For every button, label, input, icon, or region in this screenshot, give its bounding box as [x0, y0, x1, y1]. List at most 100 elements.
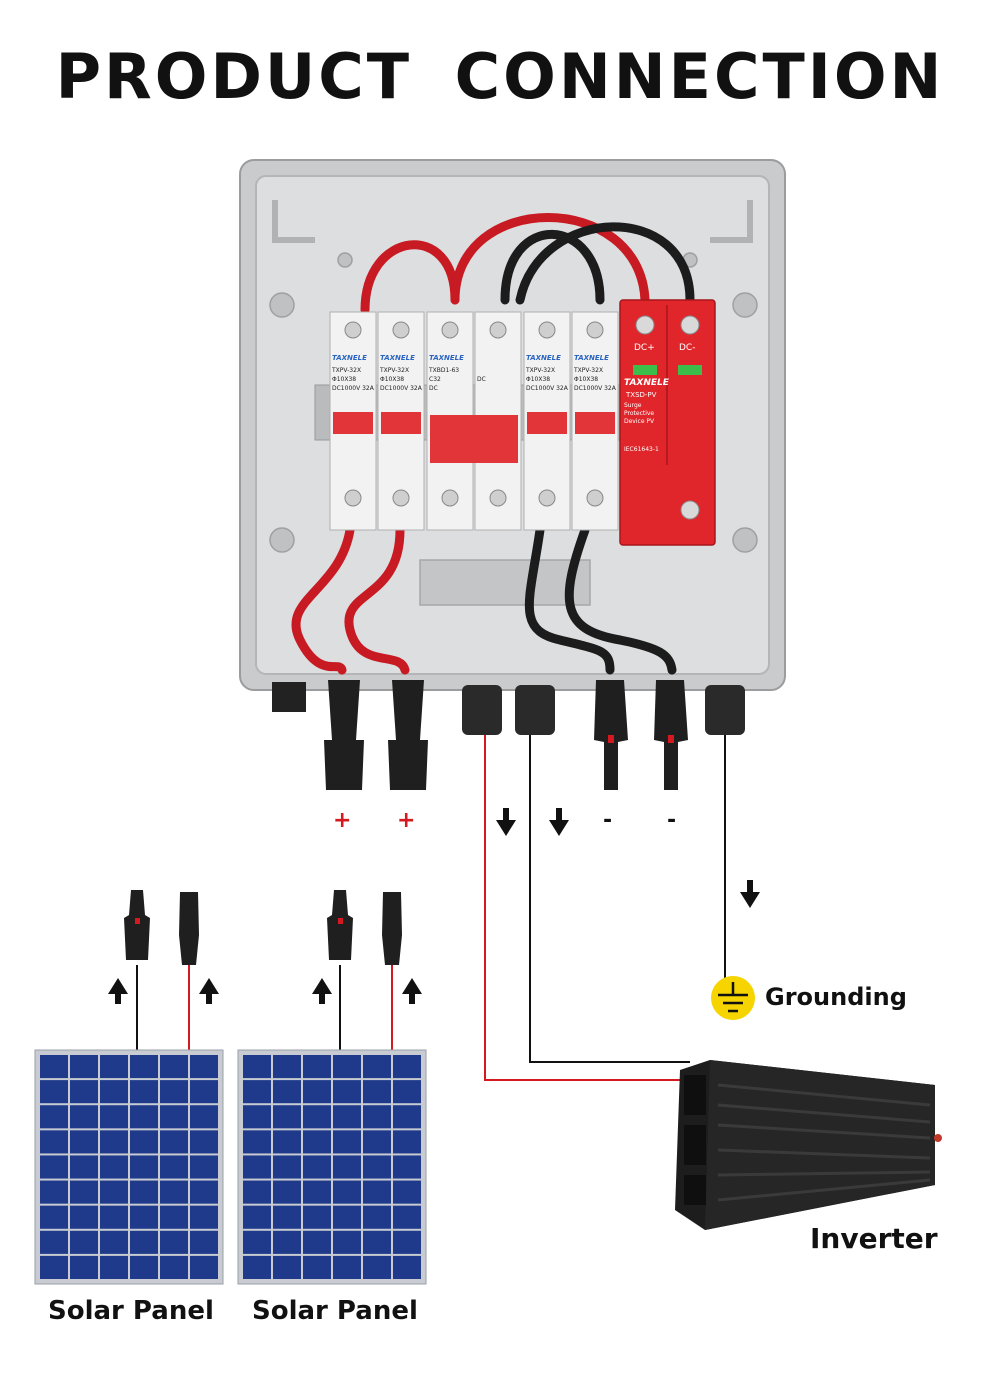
solar-cell [160, 1080, 188, 1104]
arrow-down-icon [740, 880, 760, 908]
terminal-screw [344, 489, 362, 507]
solar-cell [303, 1230, 331, 1254]
solar-cell [243, 1130, 271, 1154]
solar-cell [190, 1105, 218, 1129]
solar-cell [100, 1080, 128, 1104]
breaker-rating1: C32 [429, 376, 441, 383]
solar-cell [273, 1105, 301, 1129]
solar-cell [303, 1105, 331, 1129]
solar-panel-label-1: Solar Panel [48, 1296, 214, 1326]
solar-cell [100, 1130, 128, 1154]
solar-cell [190, 1205, 218, 1229]
terminal-screw [538, 489, 556, 507]
breaker-rating2: DC [429, 385, 438, 392]
solar-cell [130, 1155, 158, 1179]
breaker-brand: TAXNELE [380, 354, 415, 362]
solar-cell [130, 1205, 158, 1229]
breaker-rating1: Φ10X38 [574, 376, 599, 383]
solar-cell [130, 1180, 158, 1204]
solar-cell [303, 1180, 331, 1204]
terminal-mark-plus-1: + [333, 808, 352, 833]
inverter-unit [675, 1060, 942, 1230]
solar-cell [70, 1255, 98, 1279]
arrow-up-icon [312, 978, 332, 1004]
solar-cell [393, 1130, 421, 1154]
breaker-brand: TAXNELE [574, 354, 609, 362]
solar-cell [40, 1255, 68, 1279]
breaker-brand: TAXNELE [332, 354, 367, 362]
breaker-model: TXPV-32X [380, 367, 410, 374]
solar-cell [333, 1155, 361, 1179]
solar-cell [190, 1180, 218, 1204]
solar-cell [303, 1205, 331, 1229]
solar-cell [393, 1180, 421, 1204]
terminal-mark-plus-2: + [397, 808, 416, 833]
solar-cell [190, 1155, 218, 1179]
solar-cell [243, 1055, 271, 1079]
breaker-brand: TAXNELE [526, 354, 561, 362]
solar-cell [160, 1230, 188, 1254]
panel-connectors [124, 890, 402, 965]
flow-arrows [108, 808, 760, 1004]
solar-cell [243, 1205, 271, 1229]
solar-cell [190, 1230, 218, 1254]
solar-cell [393, 1255, 421, 1279]
solar-cell [100, 1180, 128, 1204]
solar-cell [130, 1055, 158, 1079]
breaker-rating2: DC1000V 32A [574, 385, 616, 392]
breaker-model: TXPV-32X [332, 367, 362, 374]
solar-cell [333, 1055, 361, 1079]
terminal-screw [441, 321, 459, 339]
breaker-model: TXPV-32X [526, 367, 556, 374]
solar-cell [130, 1130, 158, 1154]
solar-cell [70, 1130, 98, 1154]
solar-cell [40, 1105, 68, 1129]
terminal-screw [392, 489, 410, 507]
solar-cell [393, 1080, 421, 1104]
solar-cell [40, 1180, 68, 1204]
solar-cell [100, 1105, 128, 1129]
solar-cell [363, 1230, 391, 1254]
terminal-screw [344, 321, 362, 339]
breaker-rating2: DC1000V 32A [332, 385, 374, 392]
spd-neg-label: DC- [679, 343, 696, 353]
bottom-connectors [272, 680, 745, 790]
breaker-model: TXPV-32X [574, 367, 604, 374]
solar-cell [100, 1055, 128, 1079]
solar-cell [160, 1180, 188, 1204]
solar-cell [100, 1155, 128, 1179]
solar-cell [303, 1130, 331, 1154]
spd-brand: TAXNELE [624, 378, 669, 388]
terminal-screw [586, 321, 604, 339]
terminal-mark-minus-1: - [603, 808, 613, 833]
solar-cell [160, 1055, 188, 1079]
arrow-up-icon [108, 978, 128, 1004]
solar-cell [273, 1130, 301, 1154]
grounding-label: Grounding [765, 983, 907, 1011]
solar-panel-2 [237, 1049, 427, 1285]
solar-cell [333, 1180, 361, 1204]
terminal-screw [392, 321, 410, 339]
solar-cell [190, 1055, 218, 1079]
arrow-down-icon [496, 808, 516, 836]
solar-cell [243, 1255, 271, 1279]
solar-panel-label-2: Solar Panel [252, 1296, 418, 1326]
solar-cell [243, 1180, 271, 1204]
solar-cell [303, 1080, 331, 1104]
solar-cell [160, 1105, 188, 1129]
solar-cell [393, 1105, 421, 1129]
solar-cell [243, 1105, 271, 1129]
solar-cell [70, 1155, 98, 1179]
solar-cell [363, 1205, 391, 1229]
solar-cell [70, 1105, 98, 1129]
solar-cell [243, 1080, 271, 1104]
breaker-rating1: Φ10X38 [332, 376, 357, 383]
terminal-screw [441, 489, 459, 507]
solar-cell [70, 1080, 98, 1104]
solar-cell [333, 1080, 361, 1104]
solar-cell [393, 1205, 421, 1229]
spd-pos-label: DC+ [634, 343, 655, 353]
solar-cell [273, 1255, 301, 1279]
page-title: PRODUCT CONNECTION [55, 40, 945, 113]
